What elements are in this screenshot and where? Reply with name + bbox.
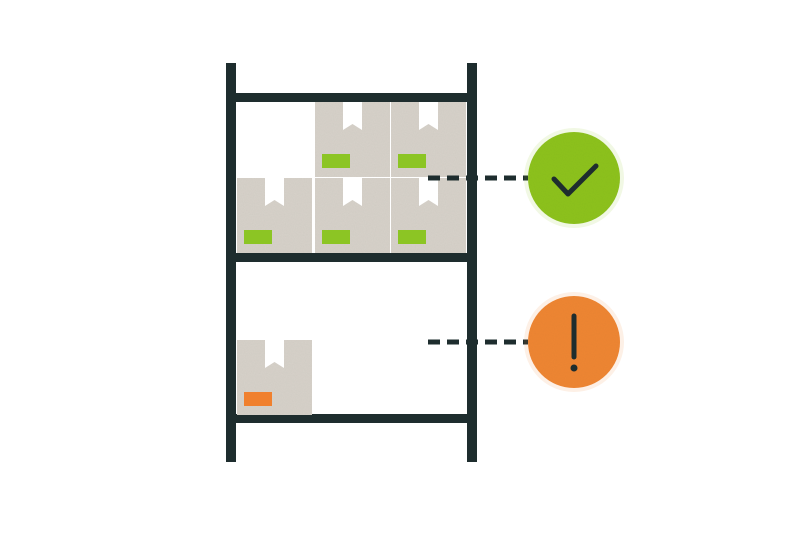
storage-box [391,178,466,253]
status-ok-circle [528,132,620,224]
storage-box [315,178,390,253]
box-tape [419,178,438,206]
shelf-post-left [226,63,236,462]
status-warning-indicator [524,292,624,392]
shelf-board-middle [226,253,477,262]
shelf-unit [226,63,477,462]
box-tape [343,178,362,206]
box-label [244,392,272,406]
storage-box [391,102,466,177]
shelf-post-right [467,63,477,462]
box-label [322,154,350,168]
boxes-upper-shelf [237,102,466,253]
shelf-board-top [226,93,477,102]
checkmark-icon [551,163,599,197]
storage-box [237,340,312,415]
status-ok-indicator [524,128,624,228]
shelf-board-bottom [226,414,477,423]
storage-box [315,102,390,177]
box-tape [265,178,284,206]
box-tape [265,340,284,368]
box-tape [343,102,362,130]
exclamation-dot [570,364,578,372]
box-tape [419,102,438,130]
box-label [322,230,350,244]
box-label [398,230,426,244]
box-label [244,230,272,244]
boxes-lower-shelf [237,340,312,415]
storage-box [237,178,312,253]
box-label [398,154,426,168]
